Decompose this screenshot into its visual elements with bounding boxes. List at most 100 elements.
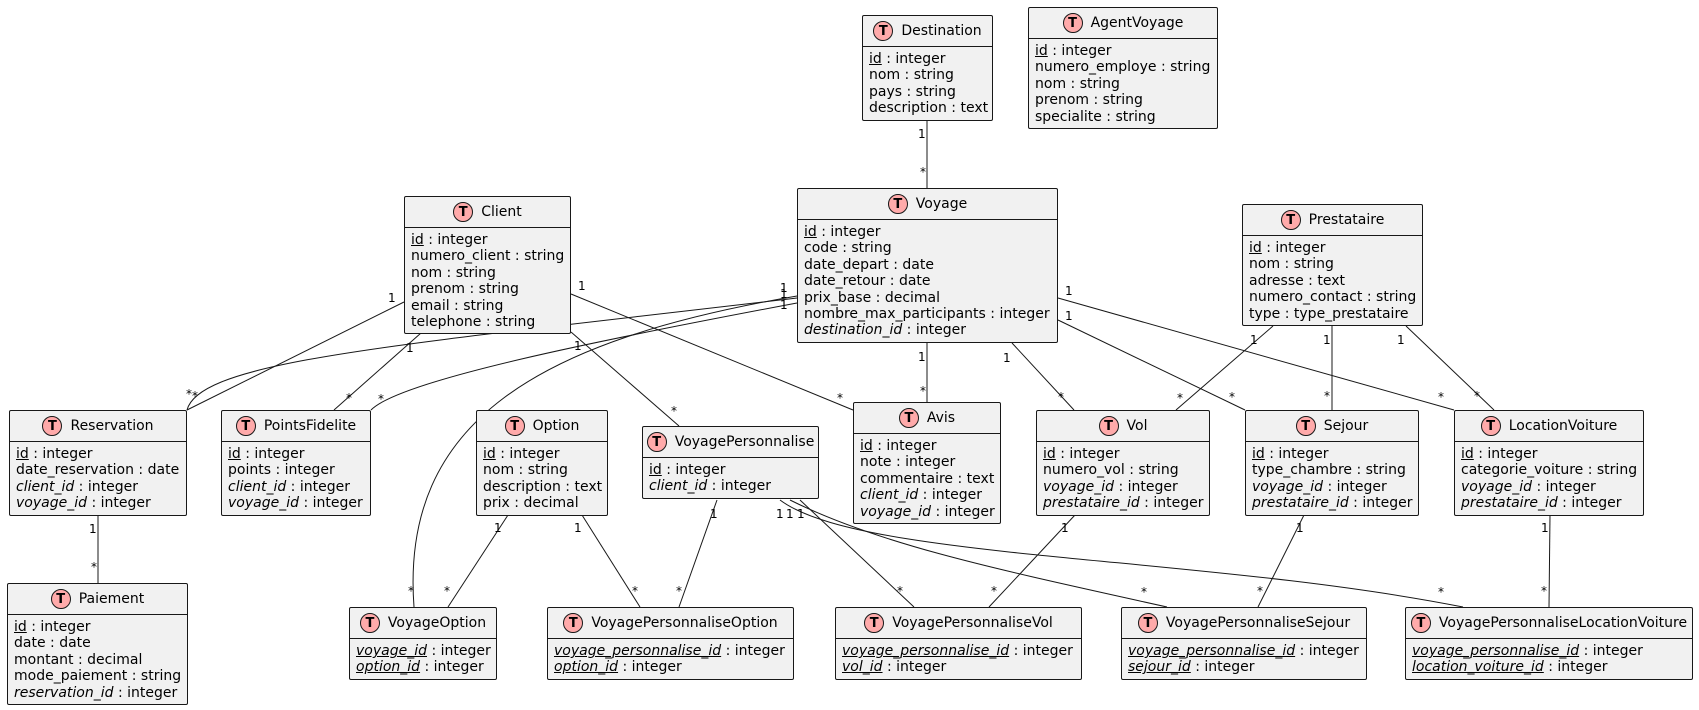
type-separator: : [45,635,60,652]
primary-key-name: id [1252,446,1265,462]
attribute-type: decimal [523,495,579,512]
attribute-row: date_retour : date [804,273,1051,289]
attribute-type: string [524,248,565,265]
attribute-row: id : integer [869,51,986,67]
multiplicity-from: 1 [797,507,805,521]
attribute-row: nom : string [869,67,986,83]
attribute-type: string [1365,462,1406,479]
attribute-row: sejour_id : integer [1128,659,1360,675]
multiplicity-to: * [897,584,903,598]
attribute-type: string [1115,108,1156,125]
attribute-row: voyage_id : integer [860,503,995,520]
primary-key-name: id [1035,43,1048,59]
multiplicity-from: 1 [1065,309,1073,323]
foreign-key-name: prestataire_id [1252,495,1349,512]
multiplicity-from: 1 [494,521,502,535]
primary-key-name: id [1249,240,1262,256]
attribute-name: date_retour [804,273,886,290]
attribute-type: integer [440,643,491,659]
primary-key-name: id [228,446,241,462]
relation-location-voiture-voyage-personnalise-location-voiture [1548,514,1551,608]
attribute-type: string [1596,462,1638,479]
table-icon: T [1137,613,1158,633]
attribute-row: nom : string [411,265,564,281]
type-separator: : [1114,478,1128,495]
multiplicity-to: * [920,165,926,179]
multiplicity-from: 1 [388,291,396,305]
type-separator: : [837,240,852,257]
multiplicity-to: * [378,392,384,406]
attribute-name: nom [411,264,443,281]
table-icon: T [887,194,908,214]
primary-key-name: id [1461,446,1474,462]
type-separator: : [1352,462,1366,479]
attribute-name: montant [14,651,74,668]
entity-name: Reservation [70,418,154,434]
attribute-row: prestataire_id : integer [1043,495,1203,511]
type-separator: : [872,438,887,454]
type-separator: : [514,462,528,479]
attribute-row: prenom : string [1035,92,1211,108]
attribute-row: voyage_id : integer [356,643,491,659]
attribute-row: id : integer [1252,446,1412,462]
attribute-row: id : integer [16,446,180,462]
multiplicity-from: 1 [776,507,784,521]
multiplicity-to: * [1058,390,1064,404]
relation-vol-voyage-personnalise-vol [988,514,1076,608]
multiplicity-from: 1 [1323,333,1331,347]
attribute-name: mode_paiement [14,668,128,685]
attribute-type: integer [944,503,995,520]
relation-voyage-sejour [1057,319,1246,411]
multiplicity-to: * [408,584,414,598]
multiplicity-from: 1 [780,281,788,295]
attribute-type: integer [895,51,946,67]
attribute-name: commentaire [860,470,954,487]
type-separator: : [127,668,141,685]
attribute-type: integer [100,495,151,512]
foreign-key-name: prestataire_id [1461,495,1558,512]
attribute-name: nom [869,67,901,84]
foreign-key-name: prestataire_id [1043,495,1140,512]
attribute-row: specialite : string [1035,109,1211,125]
type-separator: : [1532,478,1546,495]
type-separator: : [427,643,441,659]
attribute-type: integer [734,643,785,659]
attribute-row: date_reservation : date [16,462,180,478]
type-separator: : [1089,92,1103,109]
type-separator: : [1047,43,1062,59]
attribute-row: voyage_personnalise_id : integer [842,643,1075,659]
multiplicity-to: * [671,404,677,418]
multiplicity-from: 1 [1397,333,1405,347]
primary-key-name: id [649,462,662,478]
attribute-name: numero_vol [1043,462,1125,479]
type-separator: : [882,659,897,676]
foreign-key-name: destination_id [804,322,903,339]
